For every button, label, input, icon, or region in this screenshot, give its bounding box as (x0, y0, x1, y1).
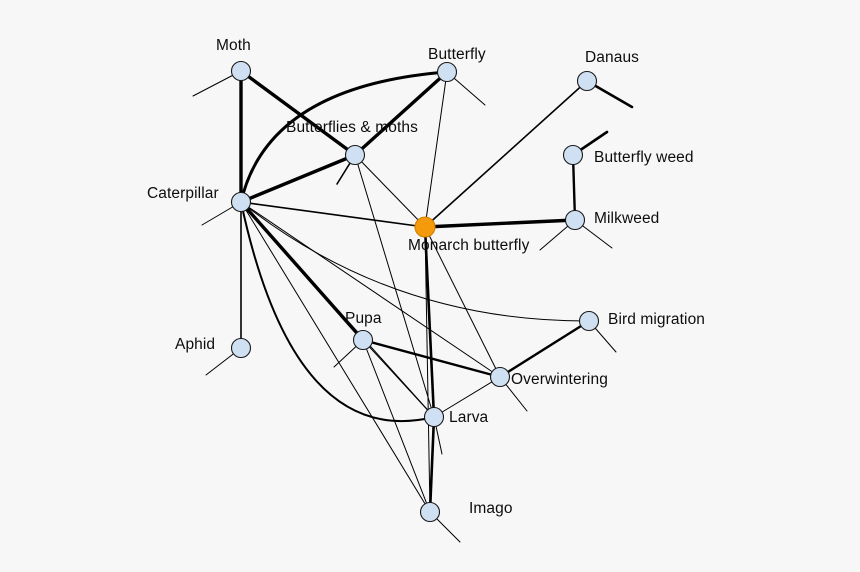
graph-node-moth[interactable] (230, 60, 252, 82)
graph-node-overwinter[interactable] (489, 366, 511, 388)
graph-edge (353, 70, 449, 157)
edge-stubs-layer (192, 70, 634, 543)
graph-node-pupa[interactable] (352, 329, 374, 351)
graph-edge (423, 218, 577, 229)
graph-edge (239, 69, 357, 157)
graph-edge (498, 319, 591, 379)
node-label-danaus: Danaus (585, 49, 640, 66)
node-label-imago: Imago (469, 500, 513, 517)
graph-edge-curved (240, 201, 590, 322)
node-label-overwinter: Overwintering (511, 371, 608, 388)
graph-edge (424, 226, 501, 378)
graph-node-butterfly[interactable] (436, 61, 458, 83)
graph-node-bweed[interactable] (562, 144, 584, 166)
graph-edge (354, 154, 435, 418)
graph-edge (239, 153, 357, 204)
graph-node-caterpillar[interactable] (230, 191, 252, 213)
node-label-milkweed: Milkweed (594, 210, 660, 227)
graph-edge (354, 154, 426, 228)
node-label-aphid: Aphid (175, 336, 216, 353)
graph-edge (423, 225, 436, 419)
node-label-butterfly: Butterfly (428, 46, 486, 63)
graph-edge (424, 71, 448, 228)
node-label-bmoths: Butterflies & moths (286, 119, 418, 136)
graph-edge (428, 415, 436, 514)
edges-layer (239, 69, 591, 514)
graph-edge (424, 80, 588, 228)
node-label-larva: Larva (449, 409, 489, 426)
graph-node-danaus[interactable] (576, 70, 598, 92)
node-label-pupa: Pupa (345, 310, 382, 327)
graph-node-aphid[interactable] (230, 337, 252, 359)
graph-edge (361, 338, 502, 379)
graph-edge (571, 153, 577, 222)
graph-node-imago[interactable] (419, 501, 441, 523)
node-label-caterpillar: Caterpillar (147, 185, 219, 202)
graph-edge (240, 201, 426, 228)
graph-edge (240, 201, 501, 378)
graph-node-birdmig[interactable] (578, 310, 600, 332)
graph-node-milkweed[interactable] (564, 209, 586, 231)
node-label-moth: Moth (216, 37, 251, 54)
graph-node-monarch[interactable] (414, 216, 436, 238)
graph-node-larva[interactable] (423, 406, 445, 428)
graph-edge (362, 339, 435, 418)
graph-edge-curved (239, 70, 449, 204)
node-label-bweed: Butterfly weed (594, 149, 694, 166)
graph-edge (424, 226, 431, 513)
node-label-birdmig: Bird migration (608, 311, 706, 328)
graph-edge (240, 201, 431, 513)
graph-edge-curved (240, 201, 435, 422)
graph-edge (362, 339, 431, 513)
graph-node-bmoths[interactable] (344, 144, 366, 166)
graph-edge (240, 201, 435, 418)
nodes-layer (230, 60, 600, 523)
node-label-monarch: Monarch butterfly (408, 237, 530, 254)
graph-edge (433, 376, 501, 418)
